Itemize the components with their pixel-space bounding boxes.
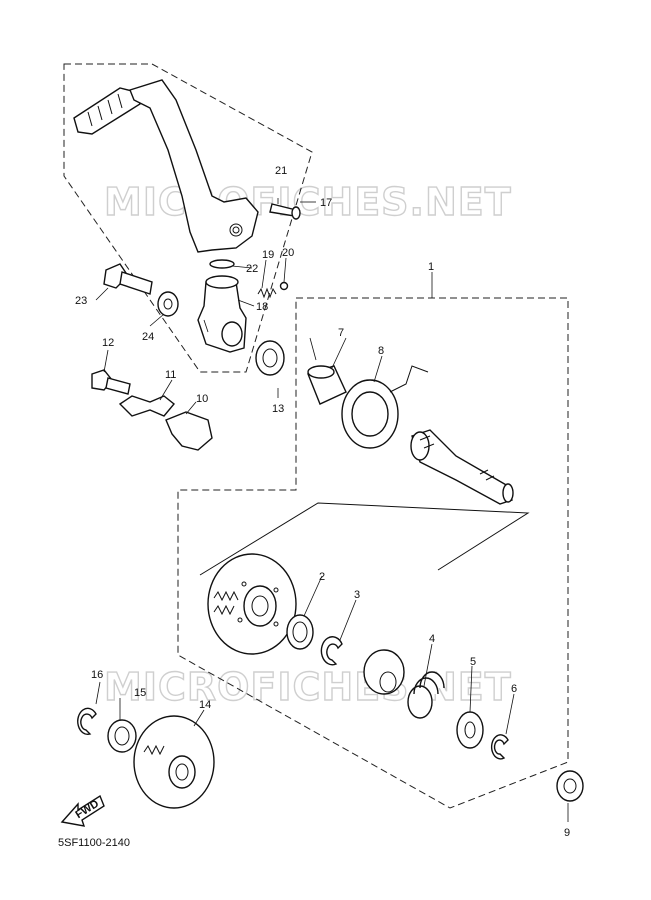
- kick-crank-lever: [73, 79, 259, 253]
- idle-washer: [107, 719, 137, 753]
- stopper-guide: [165, 411, 213, 451]
- crank-boss: [197, 275, 247, 353]
- fwd-arrow-icon: FWD: [60, 794, 105, 827]
- callout-9: 9: [564, 827, 570, 839]
- stopper-plate: [118, 395, 175, 417]
- callout-22: 22: [246, 263, 258, 275]
- diagram-code: 5SF1100-2140: [58, 837, 130, 849]
- callout-10: 10: [196, 393, 208, 405]
- callout-20: 20: [282, 247, 294, 259]
- callout-17: 17: [320, 197, 332, 209]
- axle-group-outline: [177, 297, 569, 809]
- callout-11: 11: [165, 369, 176, 381]
- idle-circlip: [77, 707, 97, 736]
- callout-8: 8: [378, 345, 384, 357]
- leader-lines: [95, 198, 569, 822]
- callout-5: 5: [470, 656, 476, 668]
- callout-14: 14: [199, 699, 211, 711]
- oil-seal: [255, 340, 285, 376]
- crank-group-outline: [63, 63, 313, 373]
- spring-washer: [456, 711, 484, 749]
- torsion-spring: [341, 365, 429, 449]
- kick-gear: [207, 553, 297, 655]
- callout-18: 18: [256, 301, 268, 313]
- callout-21: 21: [275, 165, 287, 177]
- spring-circlip: [490, 734, 509, 760]
- ratchet-spring: [407, 671, 445, 719]
- callout-3: 3: [354, 589, 360, 601]
- callout-16: 16: [91, 669, 103, 681]
- gear-circlip: [320, 636, 343, 666]
- gear-washer: [286, 614, 314, 650]
- collar: [307, 365, 347, 405]
- callout-2: 2: [319, 571, 325, 583]
- crank-spring: [257, 287, 277, 299]
- boss-bolt: [103, 263, 153, 295]
- ratchet: [363, 649, 405, 695]
- plate-bolt: [91, 369, 131, 395]
- crank-ball: [279, 281, 289, 291]
- callout-6: 6: [511, 683, 517, 695]
- callout-7: 7: [338, 327, 344, 339]
- crank-bolt: [269, 203, 301, 220]
- callout-15: 15: [134, 687, 146, 699]
- gear-plane: [199, 502, 530, 576]
- watermark-bottom: MICROFICHES.NET: [104, 665, 512, 709]
- kick-shaft: [410, 429, 514, 505]
- callout-24: 24: [142, 331, 154, 343]
- outer-washer: [556, 770, 584, 802]
- idle-gear: [133, 715, 215, 809]
- callout-12: 12: [102, 337, 114, 349]
- callout-13: 13: [272, 403, 284, 415]
- callout-4: 4: [429, 633, 435, 645]
- boss-washer: [157, 291, 179, 317]
- callout-1: 1: [428, 261, 434, 273]
- callout-23: 23: [75, 295, 87, 307]
- callout-19: 19: [262, 249, 274, 261]
- crank-washer: [209, 259, 235, 269]
